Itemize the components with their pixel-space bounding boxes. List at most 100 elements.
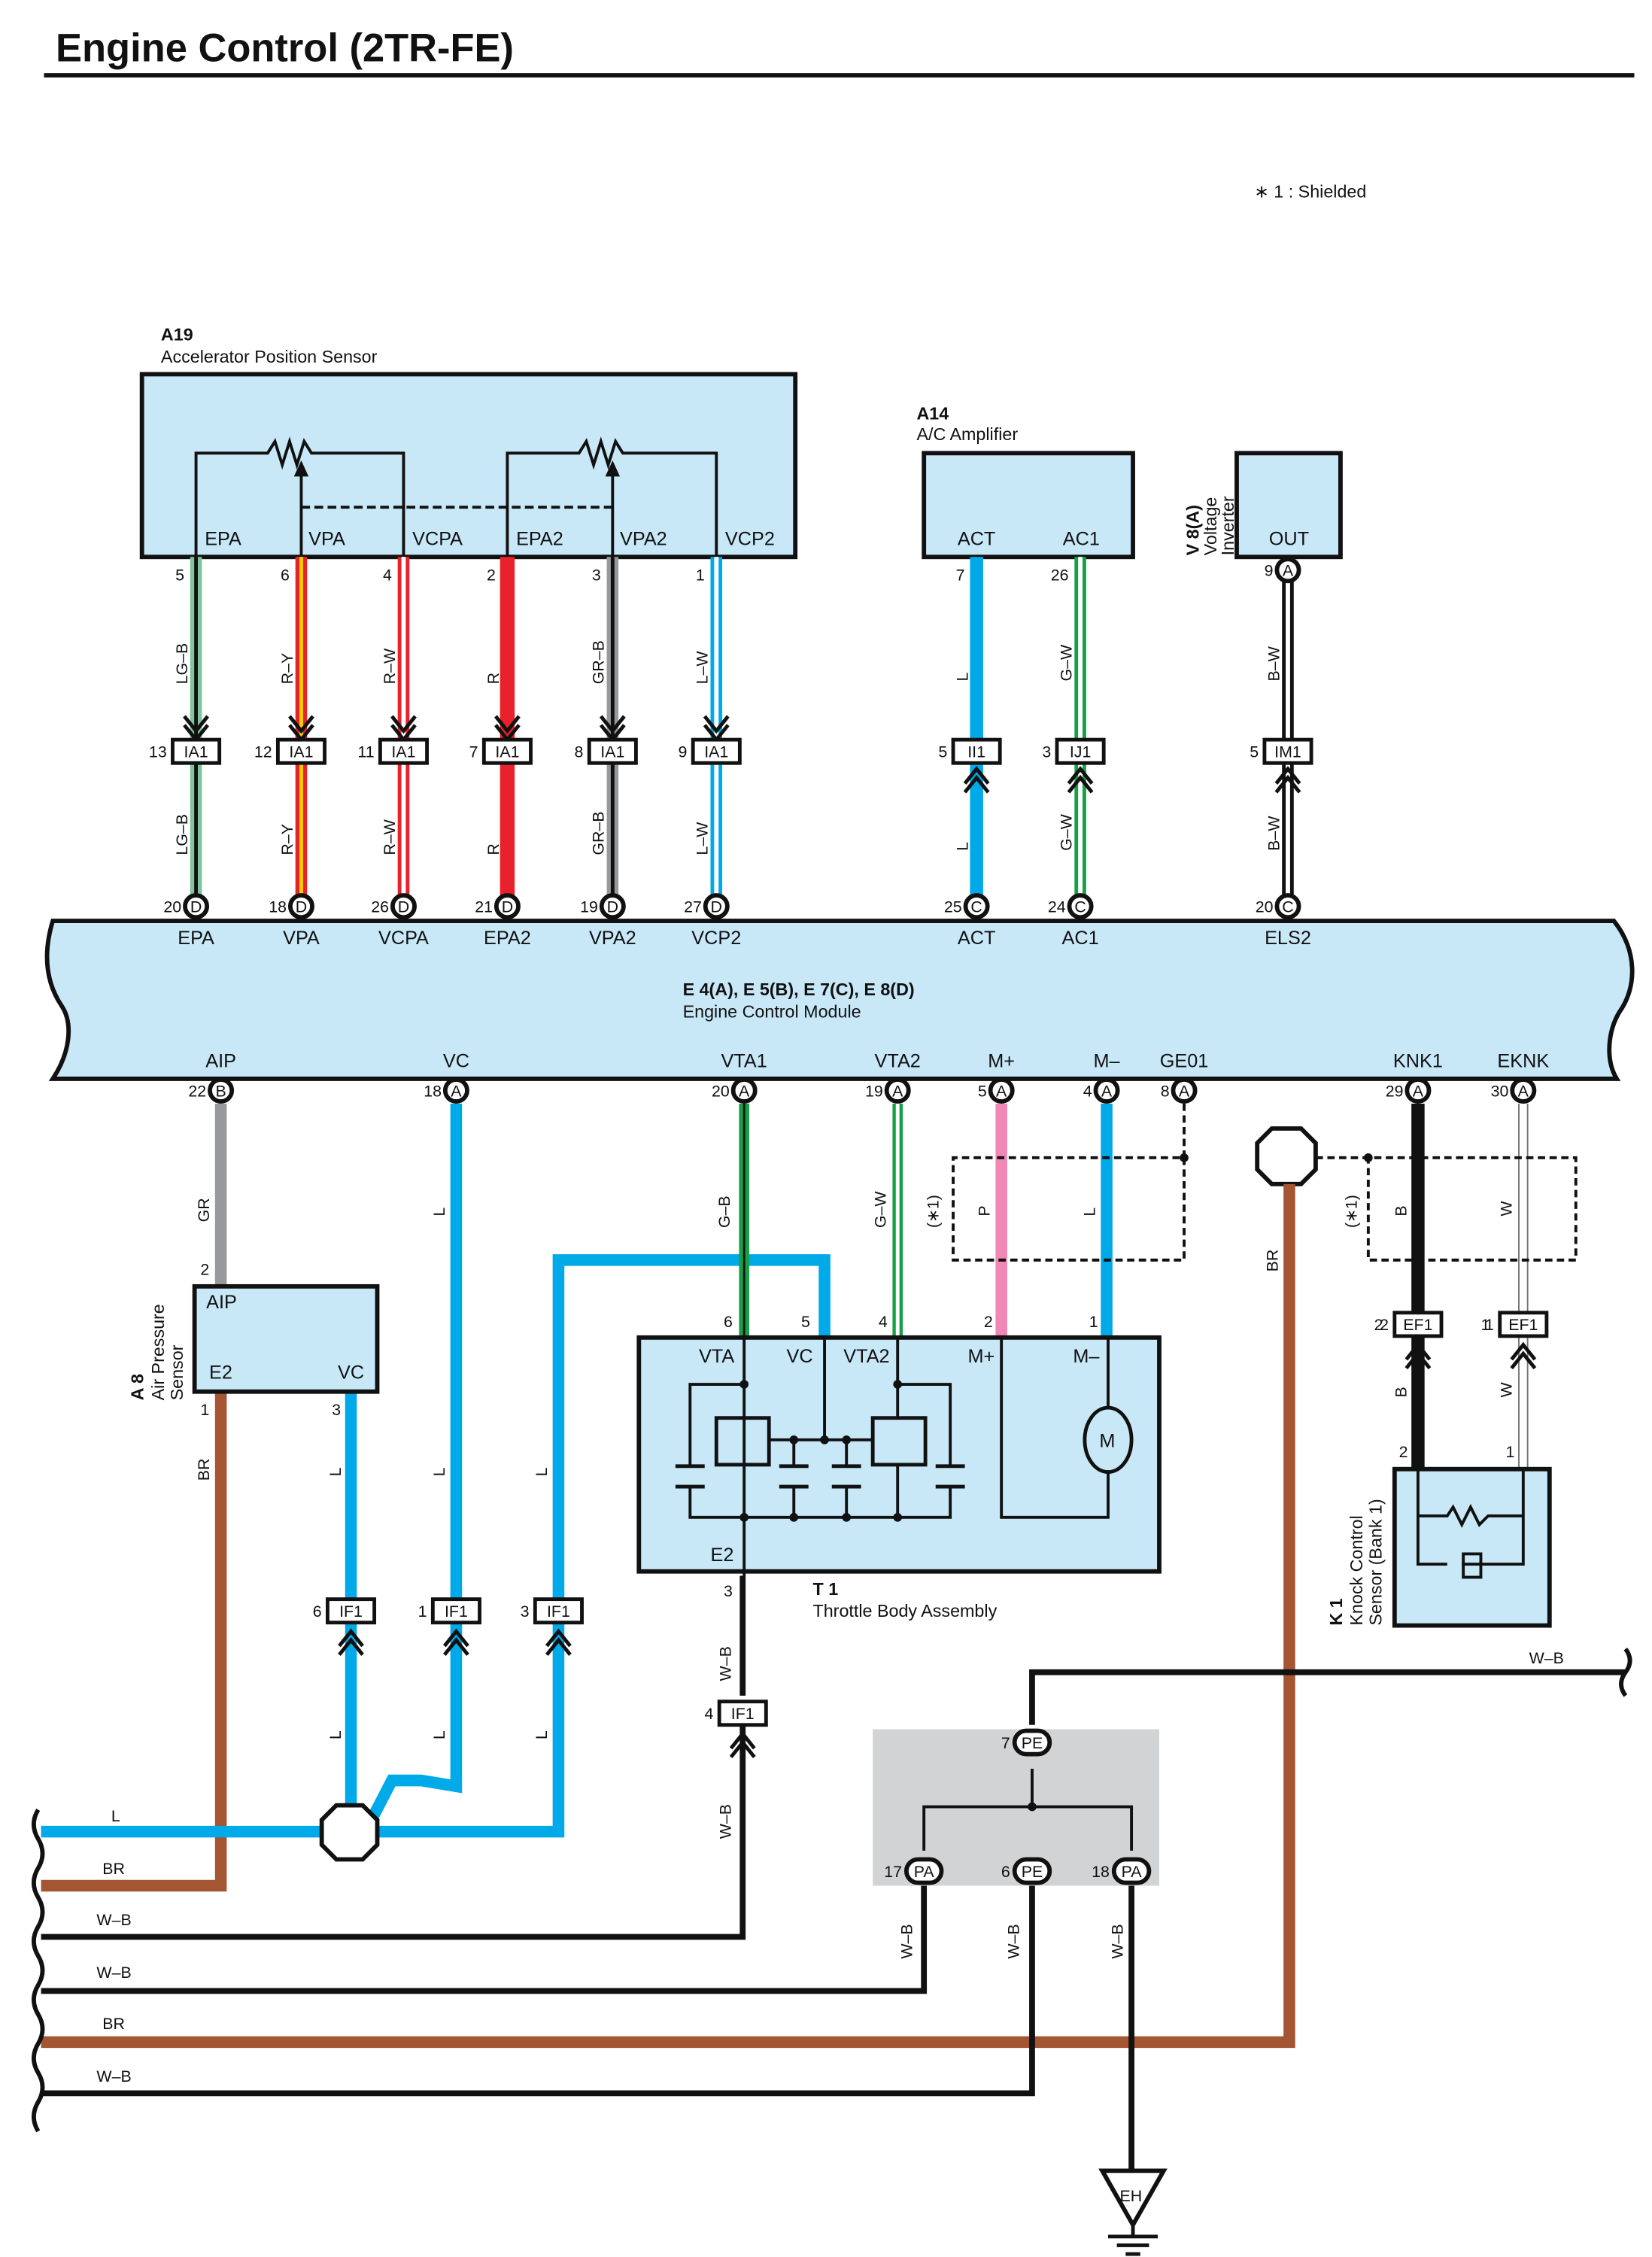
ecm-bottom-pin-connector: B22 bbox=[188, 1077, 235, 1104]
svg-text:L: L bbox=[430, 1207, 448, 1217]
svg-text:9: 9 bbox=[1265, 562, 1274, 580]
ecm-bottom-term: AIP bbox=[205, 1050, 236, 1071]
svg-text:BR: BR bbox=[102, 1860, 125, 1878]
svg-text:1: 1 bbox=[1089, 1313, 1098, 1331]
svg-text:19: 19 bbox=[580, 898, 598, 916]
svg-text:A: A bbox=[739, 1082, 750, 1100]
k1-knock-control-sensor[interactable]: K 1 Knock Control Sensor (Bank 1) bbox=[1326, 1466, 1552, 1628]
a19-accelerator-position-sensor[interactable]: A19 Accelerator Position Sensor EPA VPA … bbox=[139, 325, 798, 560]
bottom-wires bbox=[31, 1103, 1632, 2256]
svg-text:25: 25 bbox=[944, 898, 962, 916]
svg-text:A: A bbox=[892, 1082, 903, 1100]
a8-term-e2: E2 bbox=[209, 1362, 232, 1383]
page-title: Engine Control (2TR-FE) bbox=[56, 27, 514, 71]
svg-text:A: A bbox=[451, 1082, 462, 1100]
svg-text:R–W: R–W bbox=[381, 819, 399, 855]
k1-name2: Sensor (Bank 1) bbox=[1365, 1499, 1385, 1625]
a14-name: A/C Amplifier bbox=[916, 424, 1018, 444]
t1-throttle-body-assembly[interactable]: M VTA VC VTA2 M+ M– E2 T 1 Throttle Body… bbox=[636, 1335, 1162, 1621]
svg-text:C: C bbox=[1282, 898, 1293, 916]
svg-text:3: 3 bbox=[592, 566, 601, 584]
svg-text:D: D bbox=[296, 898, 307, 916]
ecm-engine-control-module[interactable]: E 4(A), E 5(B), E 7(C), E 8(D) Engine Co… bbox=[44, 919, 1635, 1081]
ecm-top-term: EPA2 bbox=[484, 928, 531, 949]
ecm-bottom-pin-connector: A18 bbox=[424, 1077, 469, 1104]
connector-arrow-icon bbox=[963, 766, 990, 794]
svg-text:A: A bbox=[1518, 1082, 1529, 1100]
bottom-annotations: GR 2 1 3 BR L L L L L L L G–B G–W (∗1) P… bbox=[96, 1191, 1563, 2206]
svg-text:D: D bbox=[398, 898, 409, 916]
connector-arrow-icon bbox=[338, 1628, 364, 1656]
a19-term-epa2: EPA2 bbox=[516, 529, 563, 550]
connector-arrow-icon bbox=[1274, 766, 1301, 794]
svg-text:IA1: IA1 bbox=[600, 743, 624, 761]
svg-text:2: 2 bbox=[1380, 1316, 1389, 1334]
potentiometer-2-icon bbox=[506, 436, 718, 556]
svg-text:24: 24 bbox=[1048, 898, 1066, 916]
svg-text:20: 20 bbox=[1256, 898, 1274, 916]
svg-text:B: B bbox=[1392, 1387, 1410, 1397]
ground-eh-label: EH bbox=[1120, 2187, 1143, 2205]
ecm-pin-connector: C 20 bbox=[1256, 893, 1301, 920]
junction-pe-6: PE6 bbox=[1001, 1857, 1052, 1885]
ecm-bottom-pin-connector: A4 bbox=[1083, 1077, 1120, 1104]
svg-text:W–B: W–B bbox=[96, 2067, 131, 2085]
a8-code: A 8 bbox=[128, 1374, 147, 1400]
t1-term-mplus: M+ bbox=[967, 1346, 995, 1367]
a14-ac-amplifier[interactable]: A14 A/C Amplifier ACT AC1 bbox=[916, 404, 1135, 560]
t1-term-vta: VTA bbox=[699, 1346, 734, 1367]
svg-text:GR: GR bbox=[195, 1198, 213, 1222]
t1-term-vta2: VTA2 bbox=[843, 1346, 889, 1367]
svg-text:27: 27 bbox=[684, 898, 702, 916]
ecm-top-term: EPA bbox=[178, 928, 214, 949]
svg-text:PA: PA bbox=[914, 1863, 935, 1881]
svg-text:B–W: B–W bbox=[1265, 646, 1283, 681]
svg-text:W–B: W–B bbox=[898, 1924, 916, 1958]
ecm-bottom-term: VC bbox=[443, 1050, 469, 1071]
potentiometer-1-icon bbox=[194, 436, 405, 556]
k1-code: K 1 bbox=[1326, 1598, 1346, 1625]
svg-text:5: 5 bbox=[175, 566, 184, 584]
svg-text:W–B: W–B bbox=[1004, 1924, 1022, 1958]
a19-name: Accelerator Position Sensor bbox=[161, 347, 378, 366]
ecm-top-term: AC1 bbox=[1062, 928, 1099, 949]
ecm-top-term: ELS2 bbox=[1265, 928, 1311, 949]
v8-term-out: OUT bbox=[1269, 529, 1309, 550]
connector-arrow-icon bbox=[1067, 766, 1094, 794]
svg-text:12: 12 bbox=[254, 743, 272, 761]
svg-text:L: L bbox=[533, 1730, 551, 1739]
svg-text:IJ1: IJ1 bbox=[1070, 743, 1092, 761]
svg-text:L: L bbox=[430, 1467, 448, 1476]
svg-text:L: L bbox=[953, 842, 971, 851]
svg-text:2: 2 bbox=[1374, 1316, 1383, 1334]
svg-text:GR–B: GR–B bbox=[590, 811, 608, 855]
a8-name2: Sensor bbox=[167, 1344, 187, 1400]
v8-voltage-inverter[interactable]: OUT V 8(A) Voltage Inverter bbox=[1183, 451, 1343, 560]
t1-term-vc: VC bbox=[787, 1346, 813, 1367]
svg-text:6: 6 bbox=[281, 566, 290, 584]
junction-pe-7: PE7 bbox=[1001, 1728, 1052, 1757]
ecm-pin-connector: D18 bbox=[269, 893, 314, 920]
svg-text:5: 5 bbox=[938, 743, 947, 761]
svg-text:W–B: W–B bbox=[1529, 1649, 1564, 1667]
svg-text:1: 1 bbox=[200, 1401, 209, 1419]
svg-text:PA: PA bbox=[1122, 1863, 1143, 1881]
svg-text:L: L bbox=[111, 1807, 120, 1825]
svg-text:BR: BR bbox=[195, 1459, 213, 1481]
a8-air-pressure-sensor[interactable]: AIP E2 VC A 8 Air Pressure Sensor bbox=[128, 1283, 380, 1401]
ecm-pin-connector: D21 bbox=[475, 893, 521, 920]
